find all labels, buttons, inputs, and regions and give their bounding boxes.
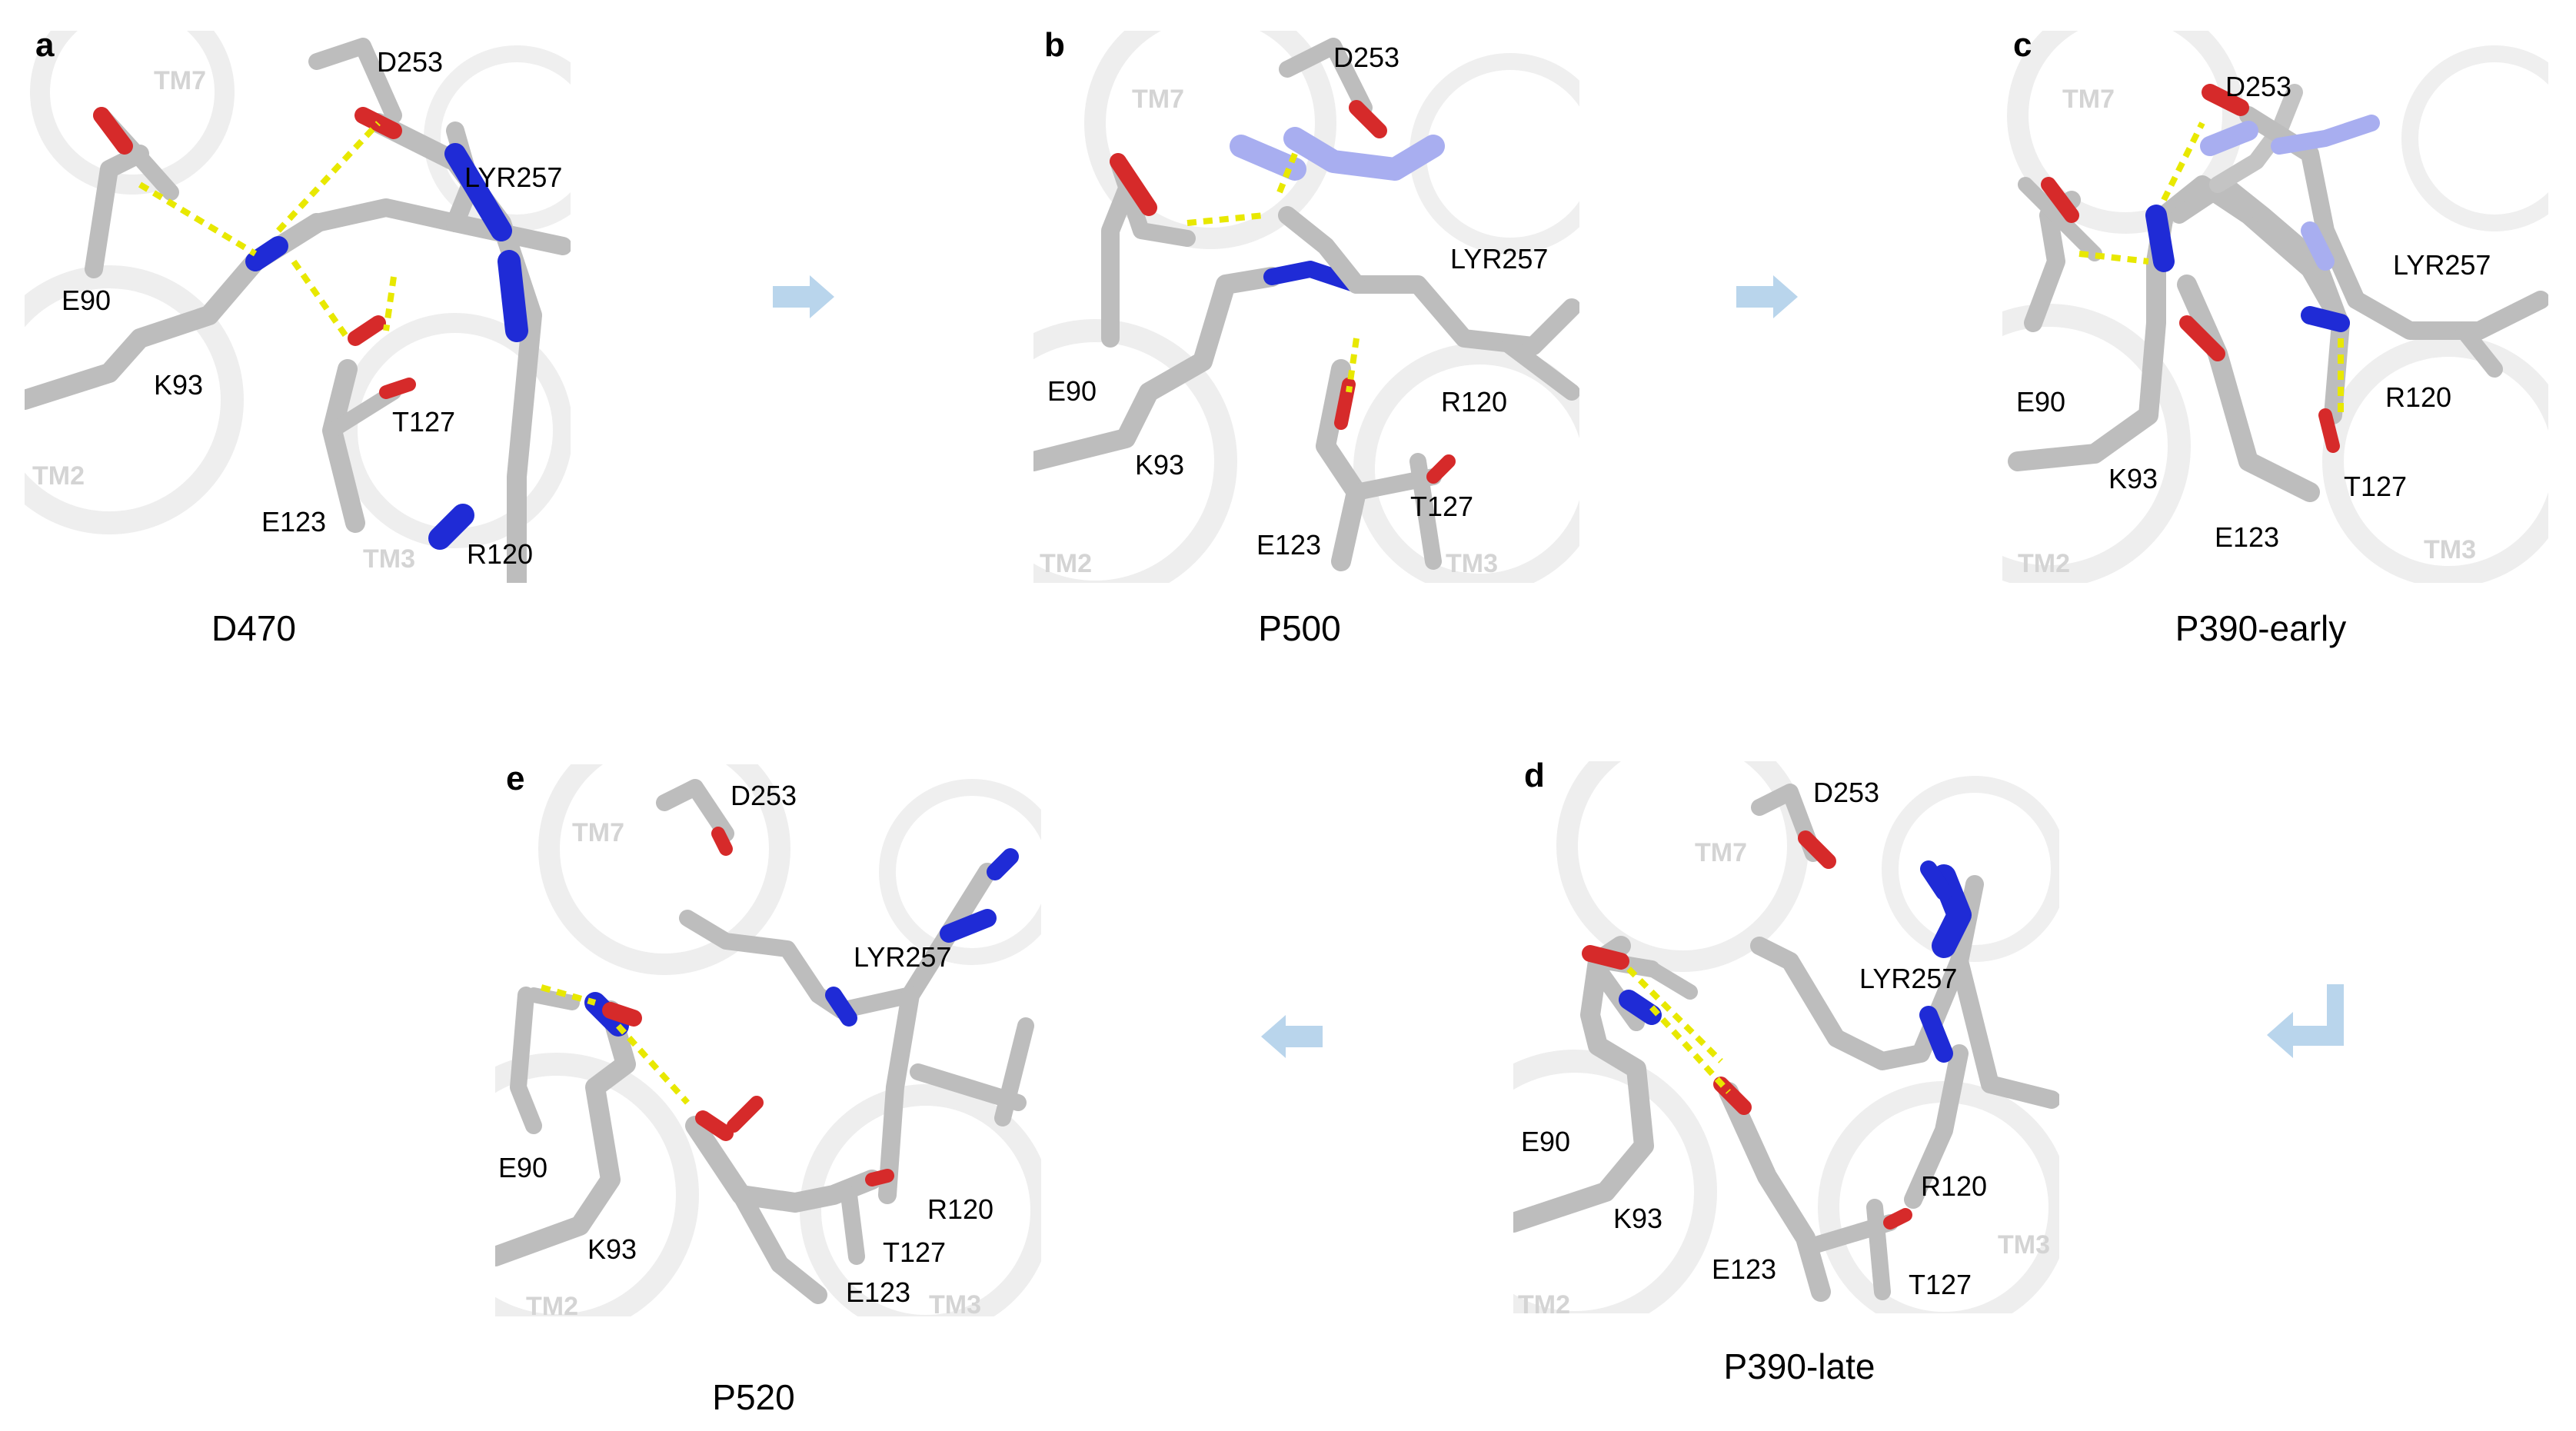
tm-label: TM7 [154,66,206,95]
residue-label: T127 [883,1236,947,1268]
panel-letter: d [1524,757,1545,794]
panel-letter: c [2013,26,2032,64]
residue-label: D253 [377,46,444,78]
residue-label: E90 [1521,1126,1571,1157]
arrow-turn-left-icon [2267,984,2344,1058]
residue-label: E123 [1256,529,1322,561]
tm-label: TM3 [2424,535,2476,564]
tm-label: TM2 [1040,549,1092,578]
tm-label: TM3 [929,1290,981,1320]
residue-label: LYR257 [2393,249,2491,281]
tm-label: TM3 [1998,1230,2050,1260]
state-caption: P500 [1258,608,1341,648]
residue-label: T127 [2344,471,2408,502]
residue-label: E123 [1712,1253,1777,1285]
residue-label: R120 [1441,386,1508,418]
structure-e [495,764,1041,1316]
tm-label: TM2 [526,1292,578,1321]
residue-label: E123 [846,1276,911,1308]
tm-label: TM7 [1695,838,1747,867]
residue-label: D253 [731,780,797,811]
state-caption: P390-early [2175,608,2347,648]
panel-letter: a [35,26,55,64]
panel-letter: b [1044,26,1065,64]
residue-label: LYR257 [1859,963,1958,994]
residue-label: K93 [2108,463,2158,494]
arrow-right-icon [1736,275,1798,318]
structure-b [1033,31,1579,583]
tm-label: TM7 [2062,85,2115,114]
residue-label: R120 [1921,1170,1988,1202]
tm-label: TM7 [572,818,624,847]
residue-label: E123 [261,506,327,537]
panel-e: e D253 LYR257 E90 K93 R120 T127 E123 TM7… [495,760,1041,1321]
panel-a: a D253 LYR257 E90 K93 T127 E123 R120 TM7… [25,26,571,583]
residue-label: LYR257 [854,941,952,973]
residue-label: E90 [2016,386,2066,418]
structure-c [2002,31,2548,583]
structure-a [25,31,571,583]
residue-label: E90 [62,285,111,316]
state-caption: D470 [211,608,296,648]
tm-label: TM7 [1132,85,1184,114]
residue-label: E90 [498,1152,548,1183]
residue-label: K93 [154,369,204,401]
residue-label: K93 [1135,449,1185,481]
residue-label: R120 [467,538,534,570]
tm-label: TM2 [32,461,85,491]
residue-label: LYR257 [1450,243,1549,275]
panel-letter: e [506,760,525,797]
residue-label: R120 [927,1193,994,1225]
panel-c: c D253 LYR257 E90 K93 R120 T127 E123 TM7… [2002,26,2548,583]
residue-label: LYR257 [464,161,563,193]
tm-label: TM3 [1446,549,1498,578]
residue-label: T127 [1909,1269,1972,1300]
residue-label: K93 [1613,1203,1663,1234]
residue-label: T127 [392,406,456,438]
tm-label: TM2 [2018,549,2070,578]
residue-label: E90 [1047,375,1097,407]
panel-b: b D253 LYR257 E90 K93 R120 T127 E123 TM7… [1033,26,1579,583]
panel-d: d D253 LYR257 E90 K93 R120 E123 T127 TM7… [1513,757,2059,1320]
arrow-left-icon [1261,1015,1323,1058]
residue-label: E123 [2215,521,2280,553]
residue-label: D253 [1813,777,1880,808]
residue-label: D253 [2225,71,2292,102]
state-caption: P390-late [1723,1346,1875,1386]
tm-label: TM2 [1518,1290,1570,1320]
tm-label: TM3 [363,544,415,574]
residue-label: K93 [587,1233,637,1265]
residue-label: D253 [1333,42,1400,73]
residue-label: T127 [1410,491,1474,522]
residue-label: R120 [2385,381,2452,413]
structure-d [1513,761,2059,1313]
state-caption: P520 [712,1377,795,1417]
arrow-right-icon [773,275,834,318]
